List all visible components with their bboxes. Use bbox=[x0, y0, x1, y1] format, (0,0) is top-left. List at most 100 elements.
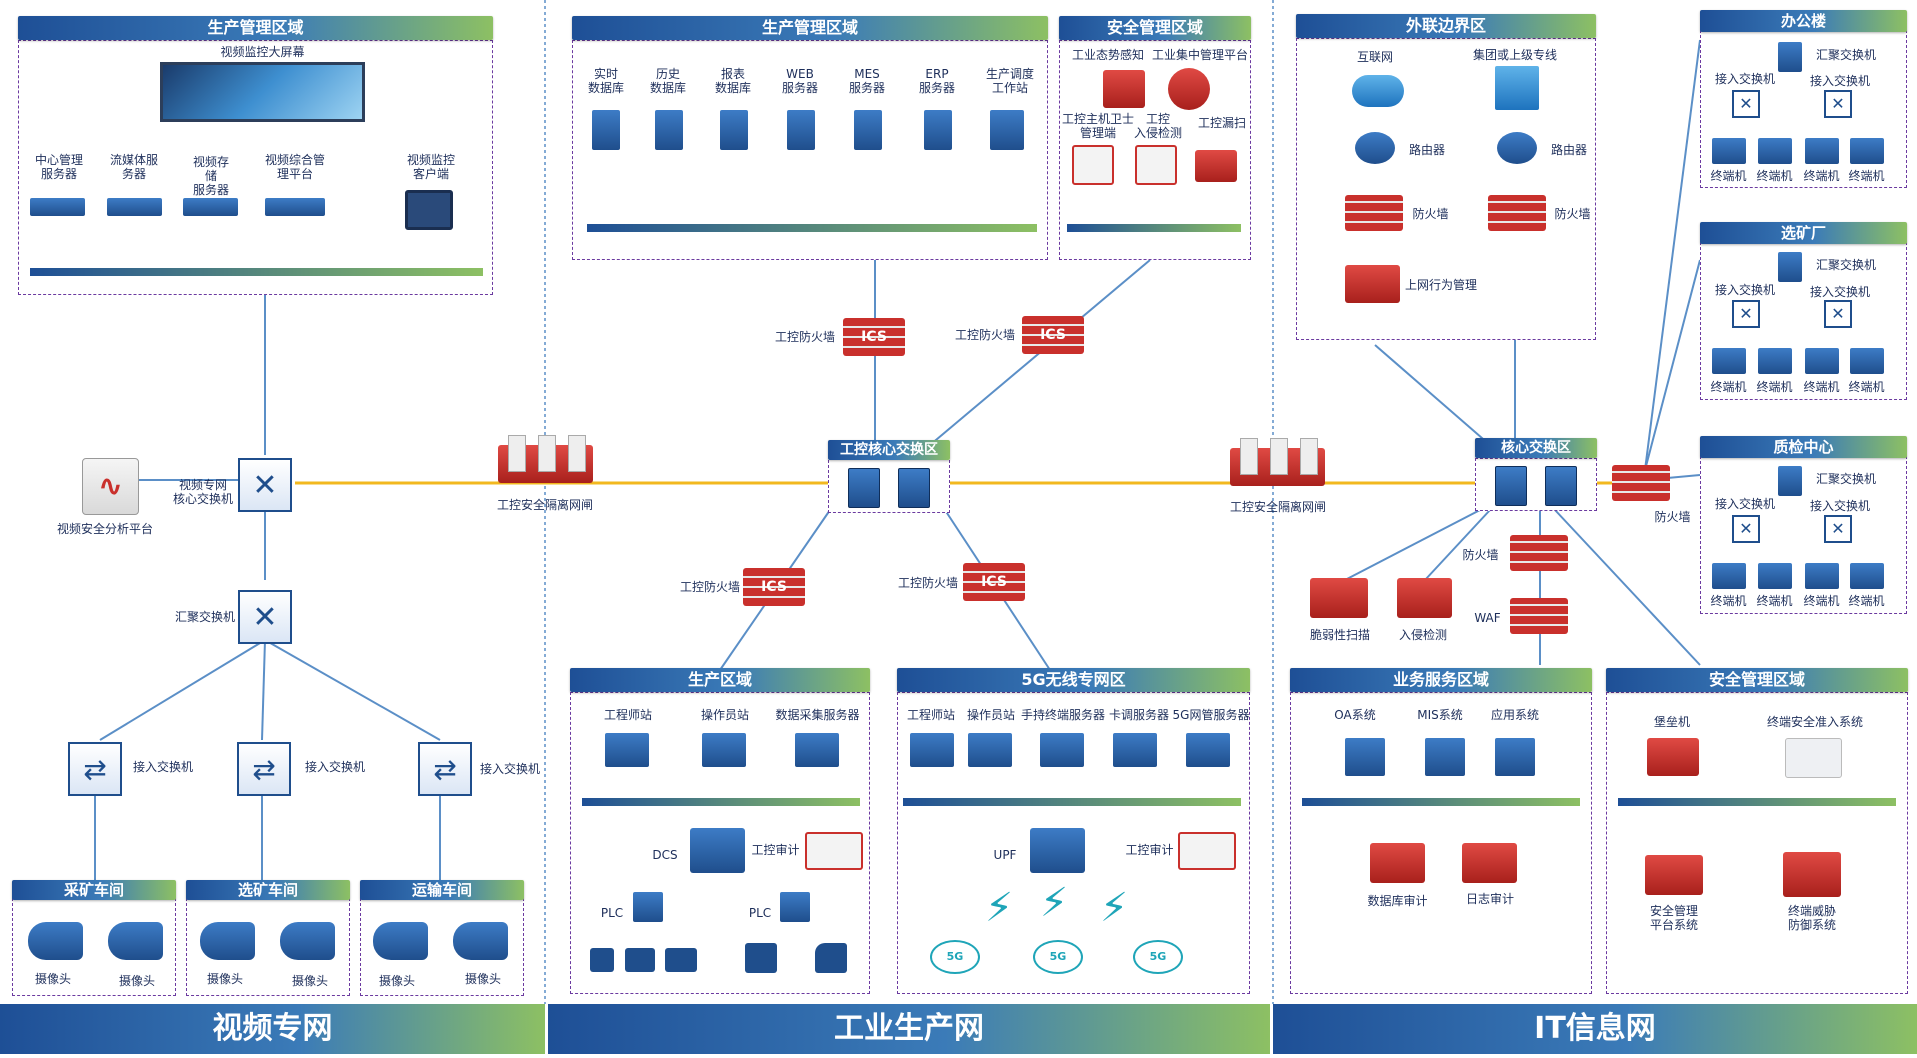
lightning-icon: ⚡ bbox=[985, 885, 1014, 931]
terminal-label: 终端机 bbox=[1848, 380, 1885, 394]
waf-icon bbox=[1510, 598, 1568, 634]
agg-switch-icon bbox=[1778, 466, 1802, 496]
section-industrial: 工业生产网 bbox=[548, 1004, 1270, 1054]
plc-label: PLC bbox=[600, 906, 624, 920]
access-switch-label: 接入交换机 bbox=[1809, 74, 1870, 88]
database-server-icon bbox=[720, 110, 748, 150]
situational-awareness-icon bbox=[1103, 70, 1145, 108]
terminal-label: 终端机 bbox=[1803, 380, 1840, 394]
server-label: WEB 服务器 bbox=[781, 67, 818, 95]
edr-label: 终端威胁 防御系统 bbox=[1787, 904, 1836, 932]
plc-icon bbox=[780, 892, 810, 922]
ics-audit-icon bbox=[805, 832, 863, 870]
wireless-zone-title: 5G无线专网区 bbox=[897, 668, 1250, 692]
terminal-icon bbox=[1712, 348, 1746, 374]
central-mgmt-icon bbox=[1168, 68, 1210, 110]
lightning-icon: ⚡ bbox=[1040, 880, 1069, 926]
isolation-gateway-label: 工控安全隔离网闸 bbox=[1229, 500, 1326, 514]
nac-icon bbox=[1785, 738, 1842, 778]
firewall-icon bbox=[1510, 535, 1568, 571]
ids-icon bbox=[1135, 145, 1177, 185]
ics-core-zone bbox=[828, 455, 950, 513]
terminal-icon bbox=[1850, 138, 1884, 164]
ics-firewall-icon: ICS bbox=[1022, 316, 1084, 354]
web-server-icon bbox=[787, 110, 815, 150]
camera-label: 摄像头 bbox=[206, 972, 243, 986]
access-switch-label: 接入交换机 bbox=[1809, 285, 1870, 299]
cloud-icon bbox=[1352, 75, 1404, 107]
isolation-gateway-label: 工控安全隔离网闸 bbox=[496, 498, 593, 512]
ind-prod-mgmt-title: 生产管理区域 bbox=[572, 16, 1048, 40]
biz-item-label: MIS系统 bbox=[1417, 708, 1463, 722]
router-icon bbox=[1355, 132, 1395, 164]
border-zone bbox=[1296, 38, 1596, 340]
access-switch-label: 接入交换机 bbox=[1714, 497, 1775, 511]
server-label: 实时 数据库 bbox=[587, 67, 624, 95]
terminal-icon bbox=[1712, 563, 1746, 589]
border-zone-title: 外联边界区 bbox=[1296, 14, 1596, 38]
agg-switch-label: 汇聚交换机 bbox=[1815, 472, 1876, 486]
terminal-icon bbox=[1758, 138, 1792, 164]
nac-label: 终端安全准入系统 bbox=[1766, 715, 1863, 729]
database-server-icon bbox=[655, 110, 683, 150]
access-switch-icon: ✕ bbox=[1732, 300, 1760, 328]
wireless-bus bbox=[903, 798, 1241, 806]
group-line-label: 集团或上级专线 bbox=[1472, 48, 1557, 62]
wireless-item-label: 操作员站 bbox=[966, 708, 1015, 722]
terminal-label: 终端机 bbox=[1848, 169, 1885, 183]
ics-core-title: 工控核心交换区 bbox=[828, 440, 950, 460]
building-title: 办公楼 bbox=[1700, 10, 1907, 32]
ics-firewall-icon: ICS bbox=[743, 568, 805, 606]
stream-server-icon bbox=[107, 198, 162, 216]
workshop-title: 选矿车间 bbox=[186, 880, 350, 900]
access-switch-icon: ⇄ bbox=[68, 742, 122, 796]
sec-item-label: 工控漏扫 bbox=[1197, 116, 1246, 130]
access-switch-label: 接入交换机 bbox=[1714, 283, 1775, 297]
firewall-icon bbox=[1612, 465, 1670, 501]
dcs-icon bbox=[690, 828, 745, 873]
camera-icon bbox=[280, 922, 335, 960]
terminal-label: 终端机 bbox=[1756, 169, 1793, 183]
section-video: 视频专网 bbox=[0, 1004, 545, 1054]
agg-switch-icon bbox=[1778, 42, 1802, 72]
upf-icon bbox=[1030, 828, 1085, 873]
ics-firewall-icon: ICS bbox=[963, 563, 1025, 601]
server-label: ERP 服务器 bbox=[918, 67, 955, 95]
plc-label: PLC bbox=[748, 906, 772, 920]
mes-server-icon bbox=[854, 110, 882, 150]
database-server-icon bbox=[592, 110, 620, 150]
storage-server-icon bbox=[183, 198, 238, 216]
sec-item-label: 工业态势感知 bbox=[1071, 48, 1144, 62]
field-device-icon bbox=[590, 948, 614, 972]
isolation-gateway-icon bbox=[498, 435, 593, 485]
big-screen bbox=[160, 62, 365, 122]
plc-icon bbox=[633, 892, 663, 922]
prod-zone-title: 生产区域 bbox=[570, 668, 870, 692]
terminal-icon bbox=[1805, 348, 1839, 374]
log-audit-icon bbox=[1462, 843, 1517, 883]
biz-bus bbox=[1302, 798, 1580, 806]
ind-mgmt-bus bbox=[587, 224, 1037, 232]
erp-server-icon bbox=[924, 110, 952, 150]
camera-icon bbox=[200, 922, 255, 960]
ics-firewall-label: 工控防火墙 bbox=[679, 580, 740, 594]
router-label: 路由器 bbox=[1408, 143, 1445, 157]
core-switch-icon bbox=[1495, 466, 1527, 506]
camera-icon bbox=[108, 922, 163, 960]
building-title: 质检中心 bbox=[1700, 436, 1907, 458]
biz-item-label: OA系统 bbox=[1334, 708, 1376, 722]
robot-arm-icon bbox=[815, 943, 847, 973]
center-server-icon bbox=[30, 198, 85, 216]
sec-item-label: 工业集中管理平台 bbox=[1151, 48, 1248, 62]
terminal-icon bbox=[1712, 138, 1746, 164]
camera-label: 摄像头 bbox=[464, 972, 501, 986]
server-label: 历史 数据库 bbox=[649, 67, 686, 95]
router-icon bbox=[1497, 132, 1537, 164]
log-audit-label: 日志审计 bbox=[1465, 892, 1514, 906]
vuln-scan-icon bbox=[1195, 150, 1237, 182]
audit-label: 工控审计 bbox=[751, 843, 800, 857]
ics-audit-icon bbox=[1178, 832, 1236, 870]
waf-label: WAF bbox=[1474, 611, 1501, 625]
camera-label: 摄像头 bbox=[34, 972, 71, 986]
biz-item-label: 应用系统 bbox=[1490, 708, 1539, 722]
